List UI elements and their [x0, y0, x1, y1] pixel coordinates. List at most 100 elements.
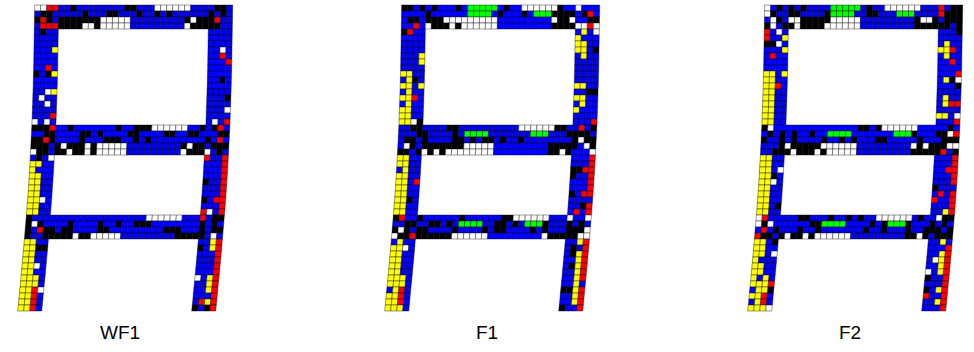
mesh-cell: [569, 257, 576, 263]
mesh-cell: [777, 179, 783, 185]
mesh-cell: [872, 17, 878, 23]
mesh-cell: [589, 161, 595, 167]
mesh-cell: [416, 137, 422, 143]
mesh-cell: [773, 131, 779, 137]
mesh-cell: [943, 83, 949, 89]
mesh-cell: [198, 149, 204, 155]
mesh-cell: [899, 131, 905, 137]
mesh-cell: [42, 233, 49, 239]
mesh-cell: [536, 137, 542, 143]
mesh-cell: [207, 203, 213, 209]
mesh-cell: [35, 11, 41, 17]
mesh-cell: [581, 17, 587, 23]
mesh-cell: [857, 137, 863, 143]
mesh-cell: [226, 41, 232, 47]
mesh-cell: [437, 17, 443, 23]
mesh-cell: [39, 71, 45, 77]
mesh-cell: [781, 95, 787, 101]
mesh-cell: [226, 17, 232, 23]
mesh-cell: [570, 11, 576, 17]
mesh-cell: [185, 5, 191, 11]
mesh-cell: [31, 293, 38, 299]
mesh-cell: [19, 287, 26, 293]
mesh-cell: [139, 143, 145, 149]
mesh-cell: [222, 155, 228, 161]
mesh-cell: [149, 11, 155, 17]
mesh-cell: [491, 23, 497, 29]
mesh-cell: [788, 17, 794, 23]
mesh-cell: [579, 119, 585, 125]
mesh-cell: [157, 227, 164, 233]
mesh-cell: [950, 29, 956, 35]
mesh-cell: [217, 131, 223, 137]
mesh-cell: [866, 17, 872, 23]
mesh-cell: [412, 95, 418, 101]
mesh-cell: [555, 125, 561, 131]
mesh-cell: [861, 11, 867, 17]
mesh-cell: [44, 215, 51, 221]
mesh-cell: [942, 125, 948, 131]
mesh-cell: [90, 233, 97, 239]
mesh-cell: [890, 23, 896, 29]
mesh-cell: [821, 131, 827, 137]
mesh-cell: [397, 161, 403, 167]
mesh-cell: [949, 77, 955, 83]
mesh-cell: [74, 125, 80, 131]
mesh-cell: [475, 149, 481, 155]
mesh-cell: [476, 227, 483, 233]
mesh-cell: [587, 17, 593, 23]
mesh-cell: [941, 137, 947, 143]
mesh-cell: [47, 11, 53, 17]
mesh-cell: [394, 203, 400, 209]
mesh-cell: [53, 11, 59, 17]
mesh-cell: [571, 299, 578, 305]
mesh-cell: [488, 143, 494, 149]
mesh-cell: [587, 41, 593, 47]
mesh-cell: [49, 227, 56, 233]
mesh-cell: [818, 23, 824, 29]
mesh-cell: [61, 131, 67, 137]
mesh-cell: [548, 137, 554, 143]
mesh-cell: [40, 35, 46, 41]
mesh-cell: [482, 221, 489, 227]
mesh-cell: [765, 5, 771, 11]
mesh-cell: [764, 185, 770, 191]
mesh-cell: [419, 53, 425, 59]
mesh-cell: [208, 17, 214, 23]
mesh-cell: [214, 185, 220, 191]
mesh-cell: [393, 209, 400, 215]
mesh-cell: [780, 119, 786, 125]
mesh-cell: [573, 119, 579, 125]
mesh-cell: [452, 221, 459, 227]
mesh-cell: [781, 89, 787, 95]
mesh-cell: [446, 227, 453, 233]
mesh-cell: [767, 143, 773, 149]
mesh-cell: [926, 17, 932, 23]
mesh-cell: [219, 83, 225, 89]
mesh-cell: [172, 17, 178, 23]
mesh-cell: [202, 17, 208, 23]
mesh-cell: [167, 5, 173, 11]
mesh-cell: [815, 137, 821, 143]
mesh-cell: [52, 59, 58, 65]
mesh-cell: [205, 287, 212, 293]
mesh-cell: [206, 119, 212, 125]
mesh-cell: [49, 143, 55, 149]
mesh-cell: [43, 221, 50, 227]
mesh-cell: [412, 83, 418, 89]
mesh-cell: [140, 215, 147, 221]
mesh-cell: [553, 233, 560, 239]
mesh-cell: [397, 299, 404, 305]
mesh-cell: [536, 143, 542, 149]
mesh-cell: [587, 47, 593, 53]
mesh-cell: [399, 215, 406, 221]
mesh-cell: [453, 125, 459, 131]
mesh-cell: [394, 197, 401, 203]
mesh-cell: [786, 215, 793, 221]
mesh-cell: [764, 47, 770, 53]
mesh-cell: [137, 11, 143, 17]
mesh-cell: [414, 167, 420, 173]
mesh-cell: [397, 233, 404, 239]
mesh-cell: [206, 125, 212, 131]
mesh-cell: [800, 23, 806, 29]
